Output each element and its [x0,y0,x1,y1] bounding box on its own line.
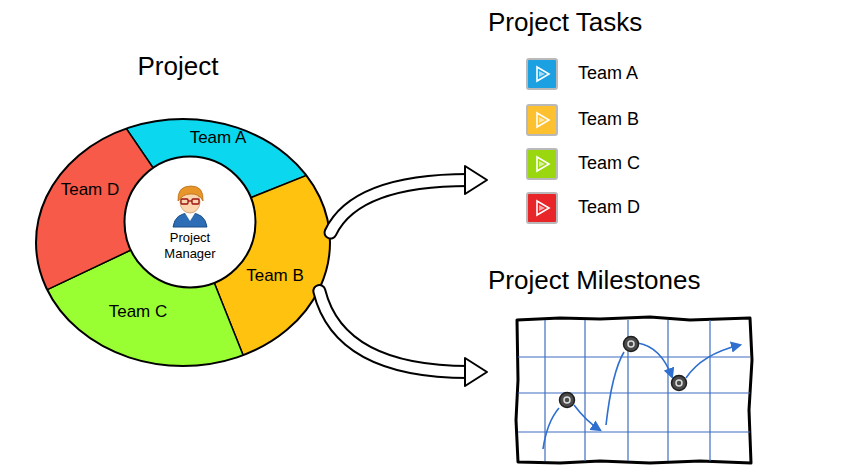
play-symbol [528,106,556,134]
milestones-panel: Project Milestones [487,262,755,465]
hollow-arrow [331,166,487,233]
hollow-arrow [319,291,487,386]
circle-outline [125,157,256,288]
task-label: Team D [578,197,640,218]
chart-grid [518,320,750,461]
task-label: Team C [578,153,640,174]
arrow-outline [331,180,469,233]
task-icon [526,58,558,90]
node-label: Project Milestones [488,264,768,297]
task-label: Team A [578,63,638,84]
node-label: Project Manager [154,230,226,263]
chart-frame [516,317,752,463]
arrow-head [465,166,487,194]
arrow-head [465,358,487,386]
node-label: Team B [230,265,320,286]
node-label: Team A [173,127,263,148]
project-ellipse: ProjectTeam ATeam BTeam CTeam DProject M… [35,118,331,367]
node-label: Project Tasks [488,6,728,39]
arrow-outline [319,291,469,372]
progress-curve [543,343,740,449]
task-label: Team B [578,109,639,130]
play-symbol [528,150,556,178]
task-icon [526,148,558,180]
node-label: Team C [93,301,183,322]
node-label: Project [30,50,326,83]
arrow-body [319,291,469,372]
task-icon [526,192,558,224]
milestone-marker [560,337,687,408]
manager-circle: Project Manager [123,155,257,289]
arrow-body [331,180,469,233]
circle-shape [123,155,257,289]
play-symbol [528,60,556,88]
play-symbol [528,194,556,222]
task-icon [526,104,558,136]
node-label: Team D [45,179,135,200]
